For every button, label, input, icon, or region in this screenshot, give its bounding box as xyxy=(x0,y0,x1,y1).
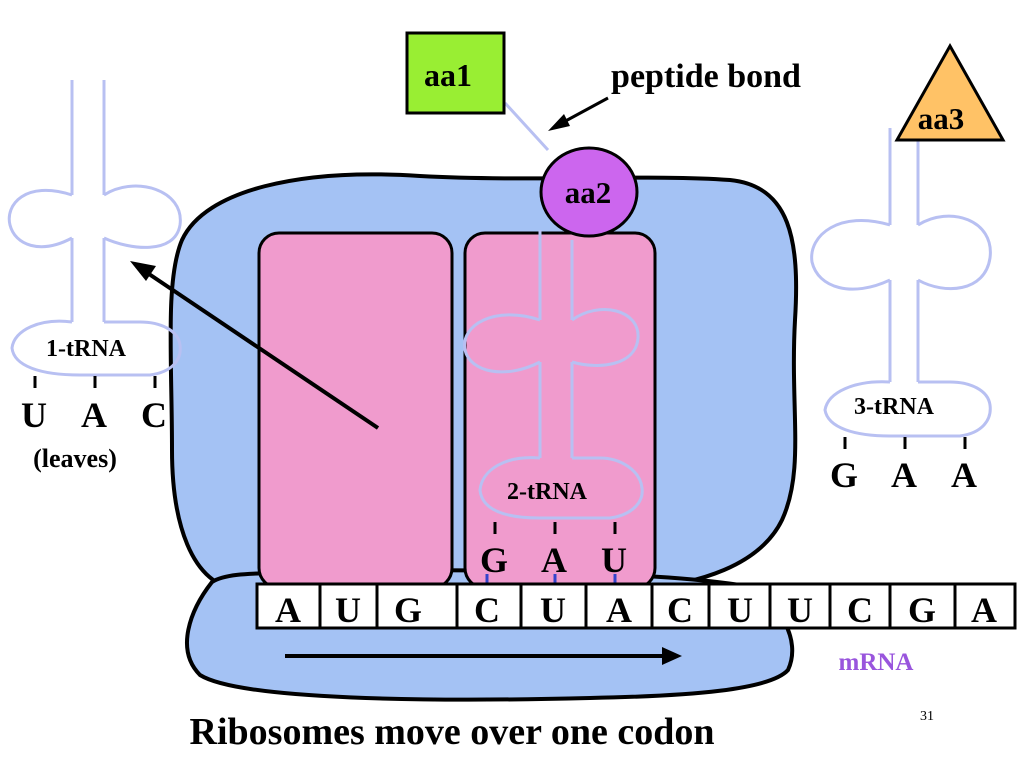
trna-1 xyxy=(7,80,182,377)
trna-1-base-3: C xyxy=(141,395,167,435)
ribosome-movement-arrow xyxy=(285,647,682,665)
leaves-label: (leaves) xyxy=(33,444,117,473)
aa2-circle xyxy=(539,146,639,238)
mrna-base: U xyxy=(540,590,566,630)
mrna-base: U xyxy=(787,590,813,630)
mrna-base: C xyxy=(474,590,500,630)
mrna-base: U xyxy=(335,590,361,630)
trna-2-base-3: U xyxy=(601,540,627,580)
mrna-base: C xyxy=(667,590,693,630)
aa3-label: aa3 xyxy=(918,101,965,136)
mrna-dividers xyxy=(318,584,957,628)
trna-2-label: 2-tRNA xyxy=(507,479,588,505)
aa1-label: aa1 xyxy=(424,57,472,93)
peptide-bond-label: peptide bond xyxy=(611,58,801,95)
peptide-bond-arrow xyxy=(548,96,609,131)
mrna-base: G xyxy=(908,590,936,630)
mrna-base: A xyxy=(606,590,632,630)
trna-1-label: 1-tRNA xyxy=(46,336,127,362)
trna-2-base-2: A xyxy=(541,540,567,580)
mrna-label: mRNA xyxy=(839,649,914,676)
trna-1-base-1: U xyxy=(21,395,47,435)
trna-3-base-1: G xyxy=(830,455,858,495)
ribosome-a-site xyxy=(463,231,657,590)
mrna-base: G xyxy=(394,590,422,630)
anticodon-ticks xyxy=(33,376,967,534)
trna-3 xyxy=(810,128,992,438)
trna-3-base-2: A xyxy=(891,455,917,495)
aa3-triangle xyxy=(894,42,1006,142)
peptide-link-line xyxy=(503,101,550,152)
aa2-label: aa2 xyxy=(565,175,612,210)
mrna-base: A xyxy=(275,590,301,630)
trna-2 xyxy=(463,230,644,520)
mrna-base: U xyxy=(727,590,753,630)
mrna-backbone xyxy=(255,582,1017,630)
trna-3-label: 3-tRNA xyxy=(854,394,935,420)
caption: Ribosomes move over one codon xyxy=(190,711,715,753)
slide-number: 31 xyxy=(920,709,934,724)
trna-exit-arrow xyxy=(130,261,380,430)
aa1-box xyxy=(405,31,506,115)
trna-3-base-3: A xyxy=(951,455,977,495)
mrna-base: A xyxy=(971,590,997,630)
mrna-strand: A U G C U A C U U C G A xyxy=(255,582,1017,630)
mrna-base: C xyxy=(847,590,873,630)
trna-1-base-2: A xyxy=(81,395,107,435)
trna-2-base-1: G xyxy=(480,540,508,580)
